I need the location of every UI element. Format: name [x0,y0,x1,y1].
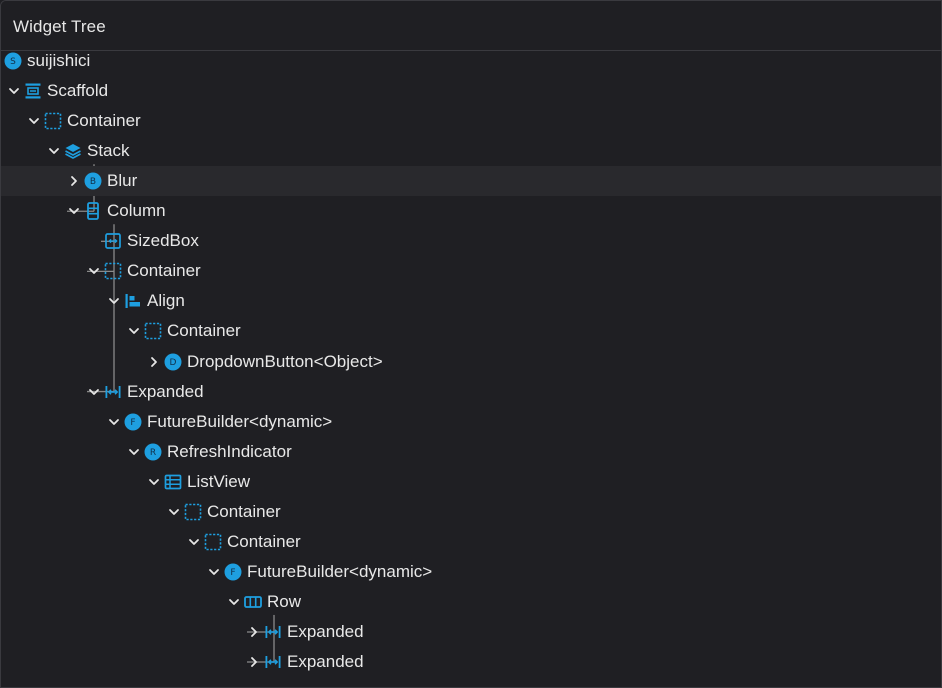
container-icon [184,503,202,521]
container-icon [144,322,162,340]
tree-node-label: Row [267,591,302,611]
svg-text:F: F [130,418,135,428]
row-icon [244,593,262,611]
tree-node-label: Container [127,261,201,281]
tree-node-container[interactable]: Container [1,256,941,286]
scaffold-icon [24,82,42,100]
tree-node-label: Container [167,321,241,341]
sizedbox-icon [104,232,122,250]
circle-d-icon: D [164,353,182,371]
chevron-right-icon[interactable] [66,173,82,189]
expanded-icon [264,623,282,641]
tree-node-container[interactable]: Container [1,106,941,136]
chevron-down-icon[interactable] [86,384,102,400]
tree-node-container[interactable]: Container [1,527,941,557]
tree-node-label: Expanded [127,381,204,401]
chevron-down-icon[interactable] [186,534,202,550]
chevron-down-icon[interactable] [226,594,242,610]
container-icon [204,533,222,551]
tree-node-label: Expanded [287,621,364,641]
circle-s-icon: S [4,52,22,70]
expanded-icon [104,383,122,401]
chevron-down-icon[interactable] [66,203,82,219]
tree-node-label: Container [207,501,281,521]
circle-f-icon: F [224,563,242,581]
chevron-down-icon[interactable] [46,143,62,159]
align-icon [124,292,142,310]
svg-text:B: B [90,177,96,187]
tree-node-label: Container [67,111,141,131]
expanded-icon [264,653,282,671]
tree-node-label: FutureBuilder<dynamic> [247,561,433,581]
container-icon [44,112,62,130]
tree-node-column[interactable]: Column [1,196,941,226]
tree-node-label: suijishici [27,51,91,70]
chevron-down-icon[interactable] [206,564,222,580]
tree-node-listview[interactable]: ListView [1,467,941,497]
tree-node-refreshindicator[interactable]: R RefreshIndicator [1,437,941,467]
panel-title: Widget Tree [13,17,106,36]
tree-node-label: Column [107,201,166,221]
chevron-down-icon[interactable] [166,504,182,520]
tree-node-label: Expanded [287,652,364,671]
listview-icon [164,473,182,491]
tree-node-expanded[interactable]: Expanded [1,377,941,407]
circle-f-icon: F [124,413,142,431]
tree-node-futurebuilder[interactable]: F FutureBuilder<dynamic> [1,407,941,437]
chevron-down-icon[interactable] [106,293,122,309]
tree-node-scaffold[interactable]: Scaffold [1,76,941,106]
circle-r-icon: R [144,443,162,461]
column-icon [84,202,102,221]
circle-b-icon: B [84,172,102,190]
tree-node-container[interactable]: Container [1,497,941,527]
panel-header: Widget Tree [1,1,941,51]
tree-node-blur[interactable]: B Blur [1,166,941,197]
tree-node-label: Blur [107,171,138,191]
tree-node-label: Container [227,531,301,551]
container-icon [104,262,122,280]
tree-node-expanded[interactable]: Expanded [1,647,941,677]
chevron-right-icon[interactable] [246,624,262,640]
tree-node-label: Align [147,291,185,311]
tree-node-dropdownbutton[interactable]: D DropdownButton<Object> [1,347,941,377]
tree-node-container[interactable]: Container [1,316,941,346]
tree-node-label: DropdownButton<Object> [187,351,383,371]
tree-node-align[interactable]: Align [1,286,941,316]
tree-node-label: Scaffold [47,81,109,101]
chevron-down-icon[interactable] [26,113,42,129]
tree-node-label: Stack [87,141,130,161]
svg-text:F: F [230,568,235,578]
stack-icon [64,142,82,160]
chevron-down-icon[interactable] [126,323,142,339]
chevron-down-icon[interactable] [106,414,122,430]
svg-text:S: S [10,57,16,67]
svg-text:R: R [150,448,156,458]
chevron-down-icon[interactable] [86,263,102,279]
tree-node-row[interactable]: Row [1,587,941,617]
tree-node-stack[interactable]: Stack [1,136,941,166]
chevron-right-icon[interactable] [246,654,262,670]
tree-node-label: FutureBuilder<dynamic> [147,411,333,431]
tree-node-label: RefreshIndicator [167,441,292,461]
chevron-right-icon[interactable] [146,354,162,370]
chevron-down-icon[interactable] [6,83,22,99]
tree-node-expanded[interactable]: Expanded [1,617,941,647]
chevron-down-icon[interactable] [146,474,162,490]
tree-node-label: ListView [187,471,250,491]
svg-text:D: D [170,358,177,368]
tree-node-futurebuilder[interactable]: F FutureBuilder<dynamic> [1,557,941,587]
tree-node-label: SizedBox [127,231,199,251]
chevron-down-icon[interactable] [126,444,142,460]
tree-node-sizedbox[interactable]: SizedBox [1,226,941,256]
